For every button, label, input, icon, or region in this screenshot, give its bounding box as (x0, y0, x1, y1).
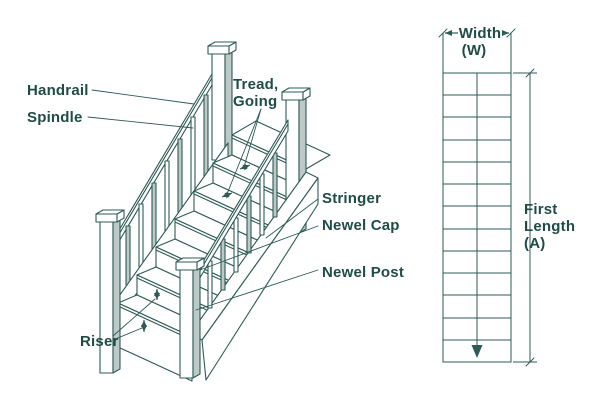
width-extension-lines (442, 33, 512, 73)
spindle-bar (246, 195, 252, 254)
newel-cap-shape (281, 91, 304, 101)
staircase-labels: Handrail Spindle Tread, Going Stringer N… (27, 76, 404, 350)
spindle-bar (138, 203, 144, 268)
first-length-dimension: First Length (A) (513, 68, 575, 367)
label-first-length-1: First (524, 201, 558, 218)
label-width: Width (459, 25, 502, 42)
spindle-bar (259, 173, 265, 236)
newel-cap-leader (199, 225, 319, 271)
label-first-length-2: Length (524, 218, 575, 235)
spindle-bar (220, 238, 226, 291)
spindle-bar (164, 160, 170, 232)
newel-cap-shape (207, 45, 230, 55)
spindle-bar (177, 138, 183, 213)
leader-lines (87, 89, 319, 341)
label-tread-going-2: Going (233, 93, 277, 110)
label-spindle: Spindle (27, 109, 83, 126)
label-stringer: Stringer (322, 190, 381, 207)
dimension-ticks (525, 68, 535, 367)
spindle-bar (203, 94, 209, 177)
newel-post-leader (195, 269, 319, 311)
spindle-leader (87, 116, 194, 129)
newel-cap-shape (175, 261, 198, 271)
spindle-bar (233, 217, 239, 273)
staircase-illustration: Handrail Spindle Tread, Going Stringer N… (27, 41, 404, 382)
tread-leader-1 (243, 108, 262, 168)
spindle-bar (272, 152, 278, 218)
riser-leader-1 (112, 298, 156, 337)
label-handrail: Handrail (27, 82, 89, 99)
label-newel-cap: Newel Cap (322, 217, 400, 234)
plan-view: Width (W) First Length (A) (438, 25, 575, 367)
newel-cap-shape (95, 213, 118, 223)
label-first-length-3: (A) (524, 235, 545, 252)
measure-arrows (141, 163, 251, 332)
spindle-bar (151, 182, 157, 250)
tread-leader-2 (226, 108, 262, 195)
spindle-bar (190, 116, 196, 195)
riser-leader-2 (112, 327, 143, 341)
going-arrow (239, 163, 251, 171)
front-right-newel-post (175, 257, 205, 379)
label-tread-going-1: Tread, (233, 76, 278, 93)
going-arrow (221, 191, 233, 199)
width-dimension: Width (W) (438, 25, 516, 73)
direction-arrow (471, 345, 483, 358)
stringer-leader (265, 198, 319, 239)
handrail-leader (91, 89, 195, 105)
label-width-w: (W) (462, 42, 487, 59)
spindle-bar (207, 260, 213, 309)
label-newel-post: Newel Post (322, 264, 404, 281)
spindle-bar (125, 225, 131, 286)
plan-grid (442, 72, 512, 363)
label-riser: Riser (80, 333, 119, 350)
stringer-board (189, 171, 319, 381)
dimension-ticks (438, 28, 516, 38)
first-length-extension-lines (513, 72, 537, 363)
